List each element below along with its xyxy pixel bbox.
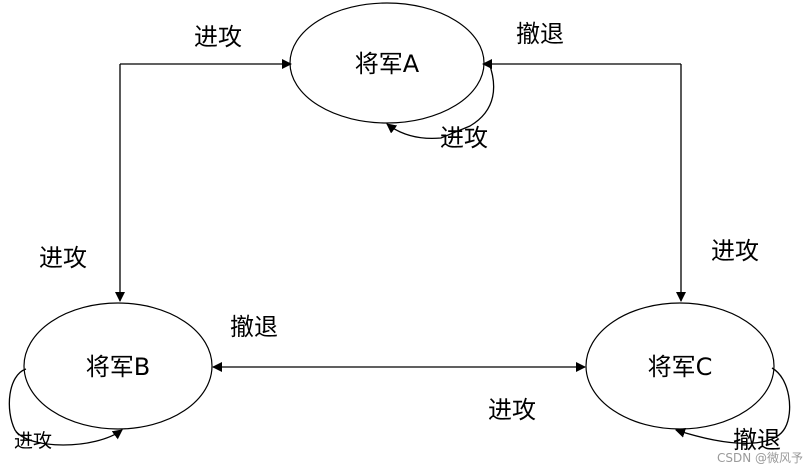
self-loop-c: 撤退 <box>675 367 791 454</box>
self-loop-b: 进攻 <box>8 368 123 452</box>
node-a-label: 将军A <box>355 50 420 78</box>
self-loop-b-path <box>8 368 123 446</box>
self-loop-a-path <box>386 62 495 140</box>
edge-b-c-start-arrowhead <box>212 362 222 372</box>
node-b-ellipse <box>23 302 213 430</box>
edge-b-to-a-label: 进攻 <box>194 23 242 51</box>
node-b: 将军B <box>23 302 213 430</box>
edge-a-b: 进攻 进攻 <box>39 23 292 302</box>
self-loop-c-label: 撤退 <box>733 426 781 454</box>
self-loop-a-label: 进攻 <box>440 124 488 152</box>
edge-a-c: 撤退 进攻 <box>482 20 759 302</box>
node-a: 将军A <box>289 2 485 124</box>
edge-b-c-bottom-label: 进攻 <box>488 396 536 424</box>
node-c-label: 将军C <box>648 353 713 381</box>
watermark-text: CSDN @微风予 <box>717 451 803 465</box>
self-loop-c-path <box>675 367 791 444</box>
self-loop-b-label: 进攻 <box>14 430 52 452</box>
edge-c-to-a-label: 撤退 <box>516 20 564 48</box>
edge-b-c-top-label: 撤退 <box>230 313 278 341</box>
edge-b-c: 撤退 进攻 <box>212 313 586 424</box>
edge-a-to-c-label: 进攻 <box>711 237 759 265</box>
node-c: 将军C <box>585 302 775 430</box>
node-b-label: 将军B <box>86 353 150 381</box>
edge-a-to-b-label: 进攻 <box>39 244 87 272</box>
self-loop-a: 进攻 <box>386 62 495 152</box>
